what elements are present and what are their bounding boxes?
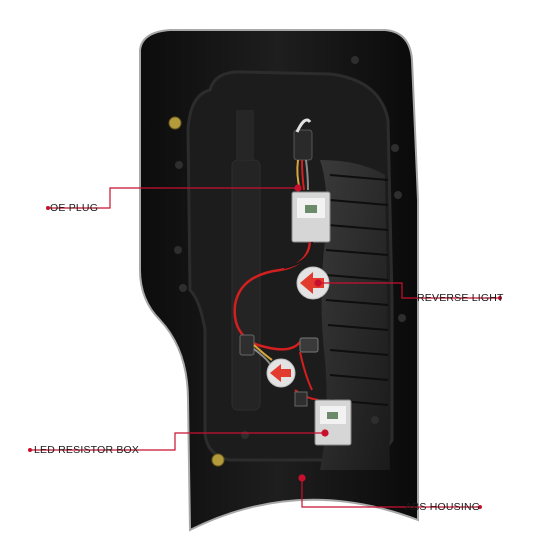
oe-plug-label: OE PLUG — [50, 202, 99, 214]
abs-housing-leader — [301, 478, 480, 508]
lower-connector-b — [299, 337, 319, 353]
reverse-arrow-icon — [300, 272, 324, 294]
led-resistor-box-label: LED RESISTOR BOX — [34, 444, 140, 456]
callout-leaders — [30, 184, 500, 508]
ribbed-lens — [320, 160, 390, 470]
oe-plug-connector — [293, 129, 313, 161]
resistor-leader — [30, 432, 325, 451]
mounting-bolts — [168, 56, 406, 467]
lower-arrow-icon — [270, 364, 291, 382]
reverse-light-leader — [318, 282, 500, 299]
lower-connector-a — [239, 334, 255, 356]
lens-ribs — [325, 174, 389, 406]
spine-label-area — [236, 110, 254, 160]
oe-plug-leader — [48, 187, 298, 209]
abs-housing-label: ABS HOUSING — [405, 501, 481, 513]
reverse-light-label: REVERSE LIGHT — [417, 292, 504, 304]
